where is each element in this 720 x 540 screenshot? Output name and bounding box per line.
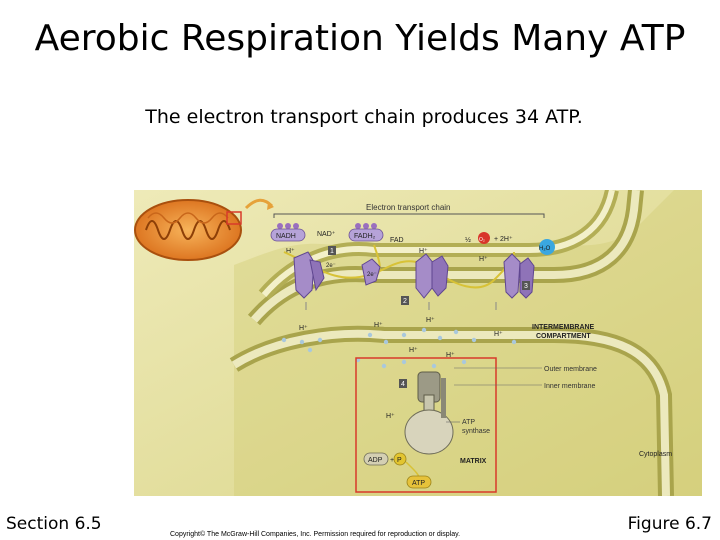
svg-text:ADP: ADP <box>368 457 383 464</box>
svg-text:NADH: NADH <box>276 233 296 240</box>
atp-synthase-label: synthase <box>462 428 490 435</box>
inner-membrane-label: Inner membrane <box>544 383 595 390</box>
h-plus-label: H⁺ <box>494 331 503 338</box>
svg-text:P: P <box>397 457 402 464</box>
etc-label: Electron transport chain <box>366 203 451 212</box>
slide-title: Aerobic Respiration Yields Many ATP <box>0 18 720 59</box>
svg-text:FADH₂: FADH₂ <box>354 233 376 240</box>
nad-plus-label: NAD⁺ <box>317 231 336 238</box>
electron-pair-label: 2e⁻ <box>367 272 377 278</box>
electron-transport-chain-diagram: Electron transport chain NADH NAD⁺ FADH₂… <box>134 190 702 496</box>
h-plus-label: H⁺ <box>386 413 395 420</box>
h-plus-label: H⁺ <box>479 256 488 263</box>
svg-text:3: 3 <box>524 283 528 290</box>
section-label: Section 6.5 <box>6 514 102 534</box>
intermembrane-label: INTERMEMBRANE <box>532 324 595 331</box>
figure-label: Figure 6.7 <box>628 514 712 534</box>
half-label: ½ <box>465 236 471 244</box>
copyright-notice: Copyright© The McGraw-Hill Companies, In… <box>170 531 460 538</box>
h-plus-label: H⁺ <box>374 322 383 329</box>
slide-subtitle: The electron transport chain produces 34… <box>0 106 720 128</box>
svg-text:4: 4 <box>401 381 405 388</box>
atp-synthase-label: ATP <box>462 419 475 426</box>
svg-text:ATP: ATP <box>412 480 425 487</box>
cytoplasm-label: Cytoplasm <box>639 451 672 458</box>
outer-membrane-label: Outer membrane <box>544 366 597 373</box>
h-plus-label: H⁺ <box>426 317 435 324</box>
matrix-label: MATRIX <box>460 458 487 465</box>
fad-label: FAD <box>390 237 404 244</box>
plus-2h-label: + 2H⁺ <box>494 236 513 243</box>
compartment-label: COMPARTMENT <box>536 333 591 340</box>
svg-text:2: 2 <box>403 298 407 305</box>
h-plus-label: H⁺ <box>409 347 418 354</box>
svg-text:+: + <box>390 457 394 464</box>
h-plus-label: H⁺ <box>299 325 308 332</box>
svg-text:O₂: O₂ <box>479 237 485 243</box>
electron-pair-label: 2e⁻ <box>326 263 336 269</box>
svg-text:1: 1 <box>330 248 334 255</box>
svg-text:H₂O: H₂O <box>539 246 551 252</box>
h-plus-label: H⁺ <box>419 248 428 255</box>
